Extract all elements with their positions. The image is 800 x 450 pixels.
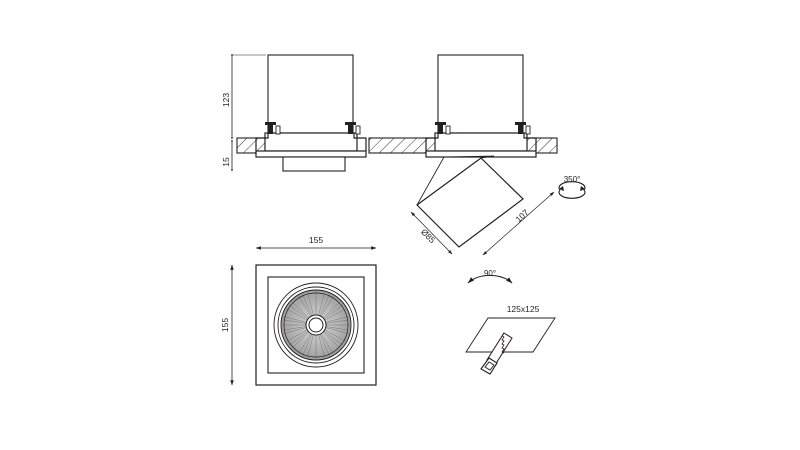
keyhole-saw-icon [480, 332, 513, 375]
cutout-plane [465, 317, 556, 353]
dimension-label-123: 123 [221, 93, 231, 107]
plan-reflector [273, 282, 359, 368]
frame-body-right [434, 132, 528, 152]
rotation-label-350: 350° [564, 175, 581, 184]
dimension-depth-155: 155 [220, 264, 234, 386]
front-section-view: 123 15 Ø85 107 350° 90° [221, 54, 586, 284]
dimension-label-depth-155: 155 [220, 318, 230, 332]
lamp-housing-right [437, 54, 524, 134]
mounting-screws-left [265, 122, 361, 135]
rotation-symbol-350: 350° [558, 175, 586, 199]
rotation-symbol-90: 90° [467, 269, 513, 284]
fixture-right [425, 54, 537, 158]
reflector-left [282, 156, 346, 172]
dimension-label-15: 15 [221, 157, 231, 167]
flange-right [425, 150, 537, 158]
frame-body-left [264, 132, 358, 152]
cutout-label-125x125: 125x125 [507, 304, 540, 314]
ceiling-cutout-detail: 125x125 [465, 304, 556, 375]
dimension-width-155: 155 [255, 235, 377, 250]
mounting-screws-right [435, 122, 531, 135]
flange-left [255, 150, 367, 158]
fixture-left [255, 54, 367, 172]
dimension-flange-15: 15 [221, 140, 233, 171]
bottom-plan-view: 155 155 [220, 235, 377, 386]
dimension-height-123: 123 [221, 54, 266, 139]
lamp-housing-left [267, 54, 354, 134]
dimension-label-width-155: 155 [309, 235, 323, 245]
rotation-label-90: 90° [484, 269, 496, 278]
